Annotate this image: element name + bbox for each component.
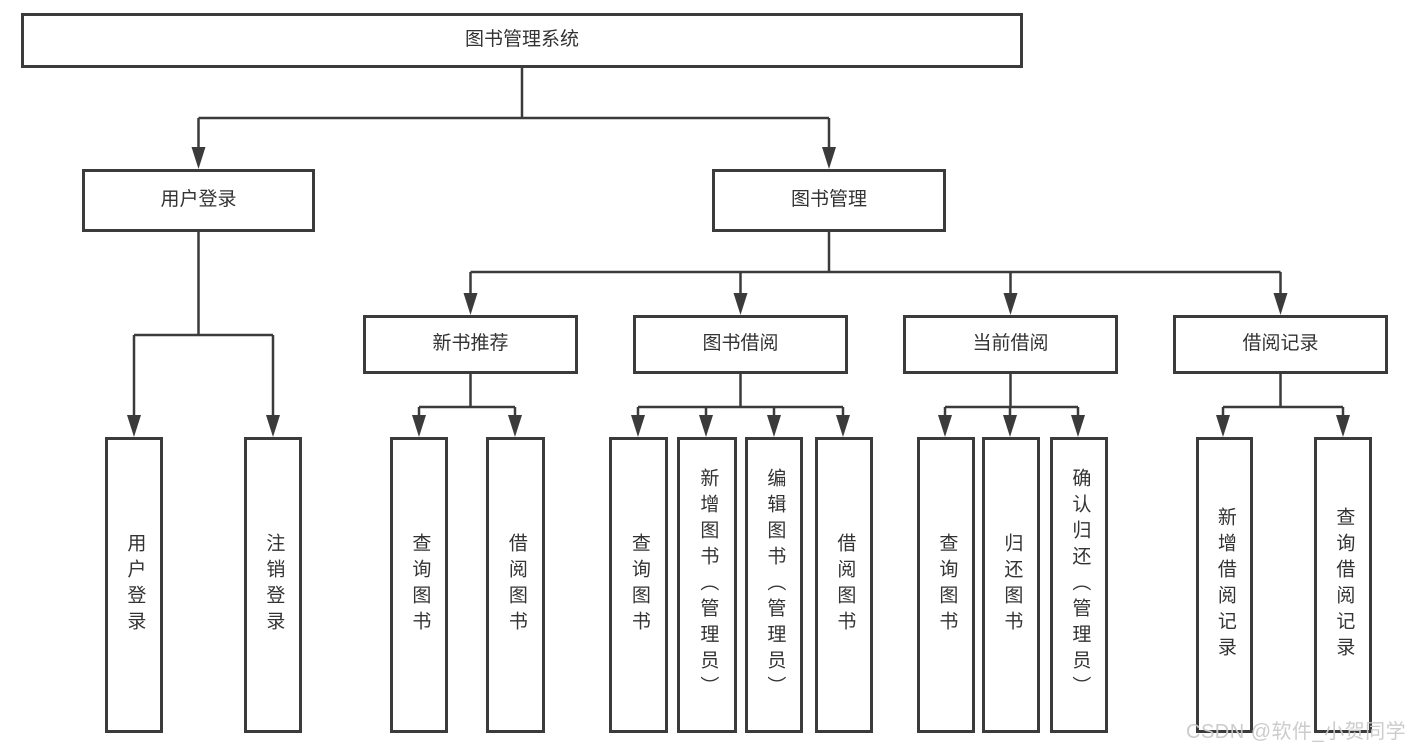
csdn-watermark: CSDN @软件_小贺同学	[1186, 721, 1405, 743]
leaf-borrow-borrow-book-label: 借阅图书	[834, 533, 856, 637]
node-user-login-label: 用户登录	[160, 189, 237, 211]
leaf-logout-label: 注销登录	[263, 533, 285, 637]
leaf-recommend-query-book-label: 查询图书	[409, 533, 431, 637]
leaf-current-query-book: 查询图书	[917, 437, 975, 733]
leaf-user-login-label: 用户登录	[124, 533, 146, 637]
leaf-recommend-borrow-book: 借阅图书	[486, 437, 545, 733]
leaf-add-book-admin-label: 新增图书（管理员）	[697, 468, 719, 702]
leaf-borrow-query-book: 查询图书	[609, 437, 668, 733]
leaf-recommend-query-book: 查询图书	[390, 437, 448, 733]
leaf-current-query-book-label: 查询图书	[936, 533, 958, 637]
leaf-query-borrow-record: 查询借阅记录	[1314, 437, 1372, 733]
leaf-return-book-label: 归还图书	[1001, 533, 1023, 637]
node-root-system: 图书管理系统	[21, 13, 1023, 68]
leaf-borrow-query-book-label: 查询图书	[628, 533, 650, 637]
leaf-borrow-borrow-book: 借阅图书	[815, 437, 873, 733]
node-book-management-label: 图书管理	[790, 189, 867, 211]
node-book-borrow-label: 图书借阅	[702, 333, 779, 355]
node-borrow-records-label: 借阅记录	[1242, 333, 1319, 355]
leaf-query-borrow-record-label: 查询借阅记录	[1333, 507, 1355, 663]
leaf-user-login: 用户登录	[105, 437, 163, 733]
node-book-management: 图书管理	[712, 169, 946, 232]
leaf-confirm-return-admin-label: 确认归还（管理员）	[1069, 468, 1091, 702]
leaf-add-book-admin: 新增图书（管理员）	[677, 437, 737, 733]
node-current-borrow-label: 当前借阅	[972, 333, 1049, 355]
leaf-recommend-borrow-book-label: 借阅图书	[505, 533, 527, 637]
node-book-borrow: 图书借阅	[633, 315, 848, 374]
leaf-add-borrow-record: 新增借阅记录	[1196, 437, 1253, 733]
node-current-borrow: 当前借阅	[903, 315, 1118, 374]
node-new-book-recommend: 新书推荐	[363, 315, 578, 374]
node-borrow-records: 借阅记录	[1173, 315, 1388, 374]
leaf-confirm-return-admin: 确认归还（管理员）	[1050, 437, 1108, 733]
node-new-book-recommend-label: 新书推荐	[432, 333, 509, 355]
leaf-add-borrow-record-label: 新增借阅记录	[1214, 507, 1236, 663]
leaf-edit-book-admin: 编辑图书（管理员）	[745, 437, 803, 733]
leaf-logout: 注销登录	[244, 437, 302, 733]
node-root-system-label: 图书管理系统	[464, 29, 579, 51]
leaf-return-book: 归还图书	[982, 437, 1040, 733]
leaf-edit-book-admin-label: 编辑图书（管理员）	[764, 468, 786, 702]
node-user-login: 用户登录	[82, 169, 315, 232]
